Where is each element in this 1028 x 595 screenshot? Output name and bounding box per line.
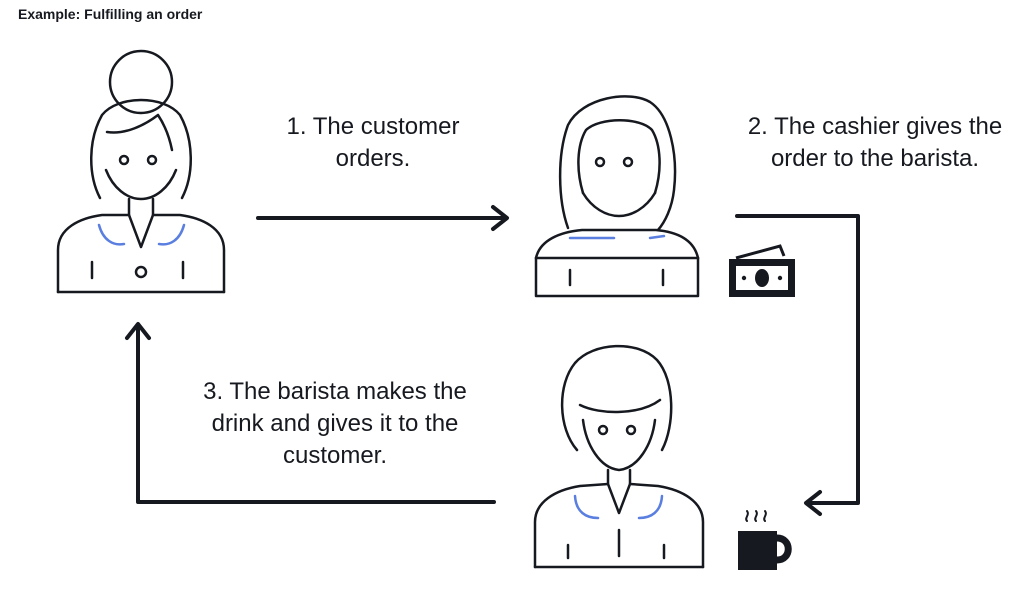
- step-1-line-2: orders.: [335, 145, 411, 172]
- coffee-cup-icon: [738, 510, 792, 570]
- barista-icon: [533, 344, 705, 569]
- step-2-line-2: order to the barista.: [770, 145, 980, 172]
- money-icon: [729, 244, 795, 297]
- step-3-label: 3. The barista makes the drink and gives…: [160, 376, 510, 472]
- arrow-customer-to-cashier: [256, 205, 509, 231]
- step-1-line-1: 1. The customer: [286, 113, 460, 140]
- step-2-line-1: 2. The cashier gives the: [747, 113, 1003, 140]
- arrow-cashier-to-barista: [735, 214, 860, 516]
- arrow-barista-to-customer: [125, 322, 496, 504]
- step-1-label: 1. The customer orders.: [258, 111, 488, 175]
- step-3-line-2: drink and gives it to the: [211, 410, 459, 437]
- page-title: Example: Fulfilling an order: [18, 6, 203, 22]
- cashier-icon: [534, 95, 700, 298]
- step-2-label: 2. The cashier gives the order to the ba…: [720, 111, 1028, 175]
- step-3-line-1: 3. The barista makes the: [203, 378, 467, 405]
- customer-icon: [56, 49, 226, 294]
- step-3-line-3: customer.: [282, 442, 388, 469]
